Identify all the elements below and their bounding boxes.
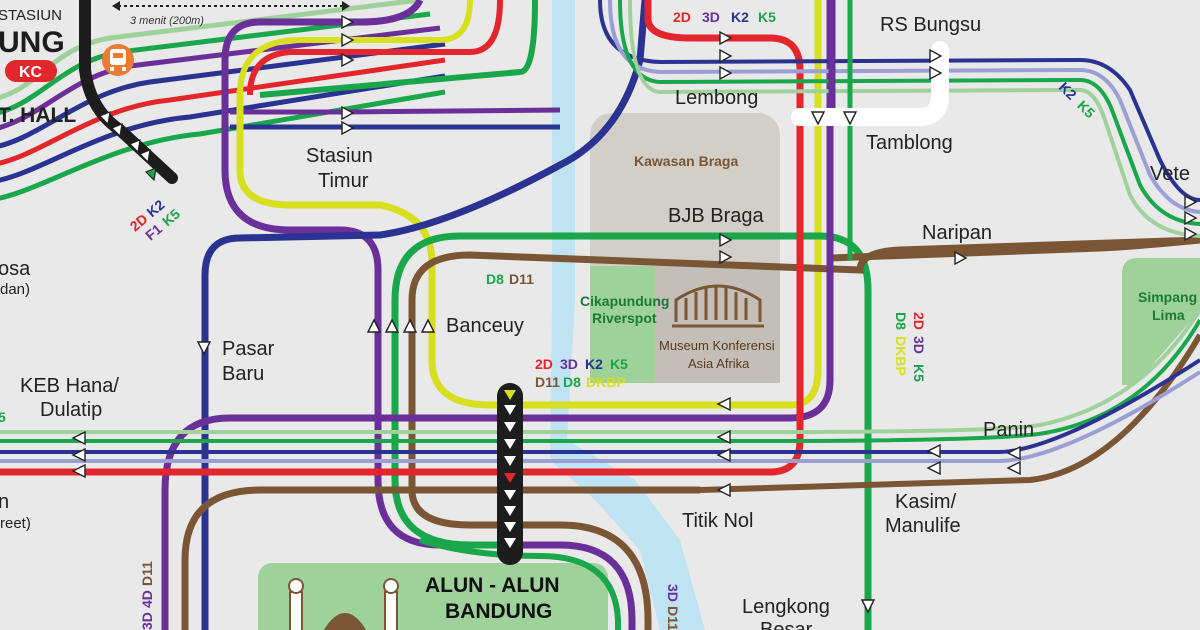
route-codes-bottom-right: 3D D11: [665, 584, 681, 630]
train-icon: [110, 49, 126, 71]
area-cikapundung-1: Cikapundung: [580, 293, 669, 309]
station-osa-sub: dan): [0, 281, 30, 298]
area-cikapundung-2: Riverspot: [592, 310, 657, 326]
station-pasar-baru-2: Baru: [222, 363, 264, 385]
station-n-left: n: [0, 491, 9, 513]
green-line-center: [391, 232, 872, 630]
area-simpang-1: Simpang: [1138, 289, 1197, 305]
city-hall-label: T. HALL: [0, 104, 76, 127]
route-3d: 3D: [702, 9, 720, 25]
stasiun-title-top: STASIUN: [0, 7, 62, 24]
route-dkbp-center: DKBP: [586, 374, 626, 390]
route-3d-center: 3D: [560, 356, 578, 372]
route-codes-center: 2D 3D K2 K5 D11 D8 DKBP: [535, 356, 628, 390]
route-d11-mid: D11: [509, 271, 534, 287]
station-lembong: Lembong: [675, 87, 758, 109]
area-museum-2: Asia Afrika: [688, 356, 750, 371]
station-keb-hana-2: Dulatip: [40, 399, 102, 421]
station-keb-hana-1: KEB Hana/: [20, 375, 119, 397]
station-alun-alun-1: ALUN - ALUN: [425, 574, 560, 597]
route-2d: 2D: [673, 9, 691, 25]
line-bundle-upper: [230, 0, 561, 130]
station-titik-nol: Titik Nol: [682, 510, 753, 532]
brown-line-southeast: [699, 333, 1200, 493]
navy-line: [201, 0, 649, 630]
station-naripan: Naripan: [922, 222, 992, 244]
green-line-south: [419, 537, 621, 630]
route-d8-mid: D8: [486, 271, 504, 287]
simpang-lima-park: [1122, 258, 1200, 385]
brown-line-southwest: [181, 486, 700, 630]
route-codes-vertical-right: 2D 3D K5 D8 DKBP: [893, 312, 927, 382]
station-osa: osa: [0, 258, 31, 280]
route-2d-center: 2D: [535, 356, 553, 372]
museum-icon: [672, 284, 764, 328]
brown-line: [408, 236, 1200, 630]
route-3d-bottom-left: 3D: [139, 612, 155, 630]
kc-badge: [5, 60, 57, 82]
stasiun-title-big: UNG: [0, 26, 65, 59]
route-d8-vertical: D8: [893, 312, 909, 330]
station-kasim-2: Manulife: [885, 515, 961, 537]
route-codes-mid: D8 D11: [486, 271, 534, 287]
route-d11-bottom-left: D11: [139, 561, 155, 586]
route-k5-center: K5: [610, 356, 628, 372]
route-k2-right: K2: [1056, 79, 1080, 103]
route-codes-bottom-left: 3D 4D D11: [139, 561, 155, 630]
station-banceuy: Banceuy: [446, 315, 524, 337]
cikapundung-park: [590, 266, 655, 383]
station-stasiun-timur-2: Timur: [318, 170, 369, 192]
line-bundle-east-west: [0, 308, 1200, 463]
route-d11-center: D11: [535, 374, 560, 390]
line-bundle-northeast: [598, 0, 1200, 238]
area-museum-1: Museum Konferensi: [659, 338, 775, 353]
route-codes-left: 2D K2 F1 K5: [127, 196, 184, 243]
station-panin: Panin: [983, 419, 1034, 441]
route-d8-center: D8: [563, 374, 581, 390]
station-tamblong: Tamblong: [866, 132, 953, 154]
station-lengkong-1: Lengkong: [742, 596, 830, 618]
transfer-arrow-head-right: [342, 1, 350, 11]
route-k2-center: K2: [585, 356, 603, 372]
route-d11-bottom-right: D11: [665, 606, 681, 630]
station-rs-bungsu: RS Bungsu: [880, 14, 981, 36]
route-3d-vertical: 3D: [911, 336, 927, 354]
route-k2: K2: [731, 9, 749, 25]
walk-connector: [791, 41, 949, 126]
station-bjb-braga: BJB Braga: [668, 205, 764, 227]
purple-line-north: [221, 0, 636, 630]
kc-badge-label: KC: [19, 64, 43, 81]
area-kawasan-braga: Kawasan Braga: [634, 153, 738, 169]
station-lengkong-2: Besar: [760, 619, 813, 630]
transfer-note: 3 menit (200m): [130, 15, 204, 27]
route-k5-vertical: K5: [911, 364, 927, 382]
route-k5: K5: [758, 9, 776, 25]
route-codes-top: 2D 3D K2 K5: [673, 9, 776, 25]
route-2d-vertical: 2D: [911, 312, 927, 330]
mosque-icon: [288, 578, 399, 630]
transfer-arrow-head-left: [112, 1, 120, 11]
route-3d-bottom-right: 3D: [665, 584, 681, 602]
station-pasar-baru-1: Pasar: [222, 338, 275, 360]
left-route-5: 5: [0, 409, 6, 425]
station-street-left: reet): [0, 515, 31, 532]
station-markers: [71, 15, 1197, 614]
station-alun-alun-2: BANDUNG: [445, 600, 552, 623]
station-veteran: Vete: [1150, 163, 1190, 185]
red-line: [0, 0, 804, 476]
station-stasiun-timur-1: Stasiun: [306, 145, 373, 167]
station-kasim-1: Kasim/: [895, 491, 957, 513]
route-4d-bottom-left: 4D: [139, 590, 155, 608]
brown-line-east: [829, 236, 1200, 262]
area-simpang-2: Lima: [1152, 307, 1185, 323]
route-dkbp-vertical: DKBP: [893, 336, 909, 376]
